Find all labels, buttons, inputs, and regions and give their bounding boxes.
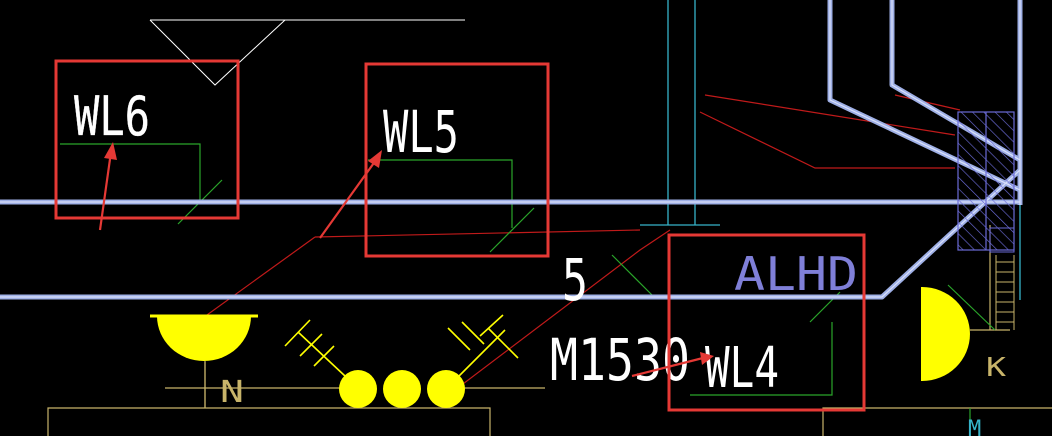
wl4-highlight-box (667, 233, 866, 412)
m-fragment-label: M (968, 417, 981, 436)
wl5-arrow-icon (319, 150, 382, 239)
hatched-shaft (957, 111, 1015, 253)
wl6-label-group: WL6 (74, 85, 150, 148)
wl6-highlight-box (54, 59, 240, 220)
wl4-label: WL4 (705, 336, 779, 401)
k-label: K (986, 353, 1006, 383)
ladder-symbol (995, 255, 1015, 330)
triple-lamp-icon (284, 314, 519, 408)
wl5-label-group: WL5 (383, 98, 459, 166)
ceiling-light-icon (150, 314, 258, 408)
wl5-label: WL5 (383, 98, 459, 166)
olive-wiring (47, 225, 1052, 436)
wl5-highlight-box (364, 62, 550, 258)
white-wiring (149, 19, 465, 86)
n-label: N (220, 375, 244, 410)
highlight-boxes (54, 59, 866, 412)
green-wiring (60, 143, 996, 436)
annotation-arrows (98, 142, 714, 378)
number-5-label: 5 (562, 246, 588, 314)
alhd-label: ALHD (734, 247, 858, 301)
wl4-arrow-icon (631, 352, 714, 378)
wall-lamp-icon (921, 287, 970, 381)
cable-duct (0, 0, 1023, 300)
wl6-label: WL6 (74, 85, 150, 148)
m1530-label: M1530 (550, 326, 690, 394)
wl6-arrow-icon (98, 142, 117, 231)
red-wiring (199, 94, 961, 391)
